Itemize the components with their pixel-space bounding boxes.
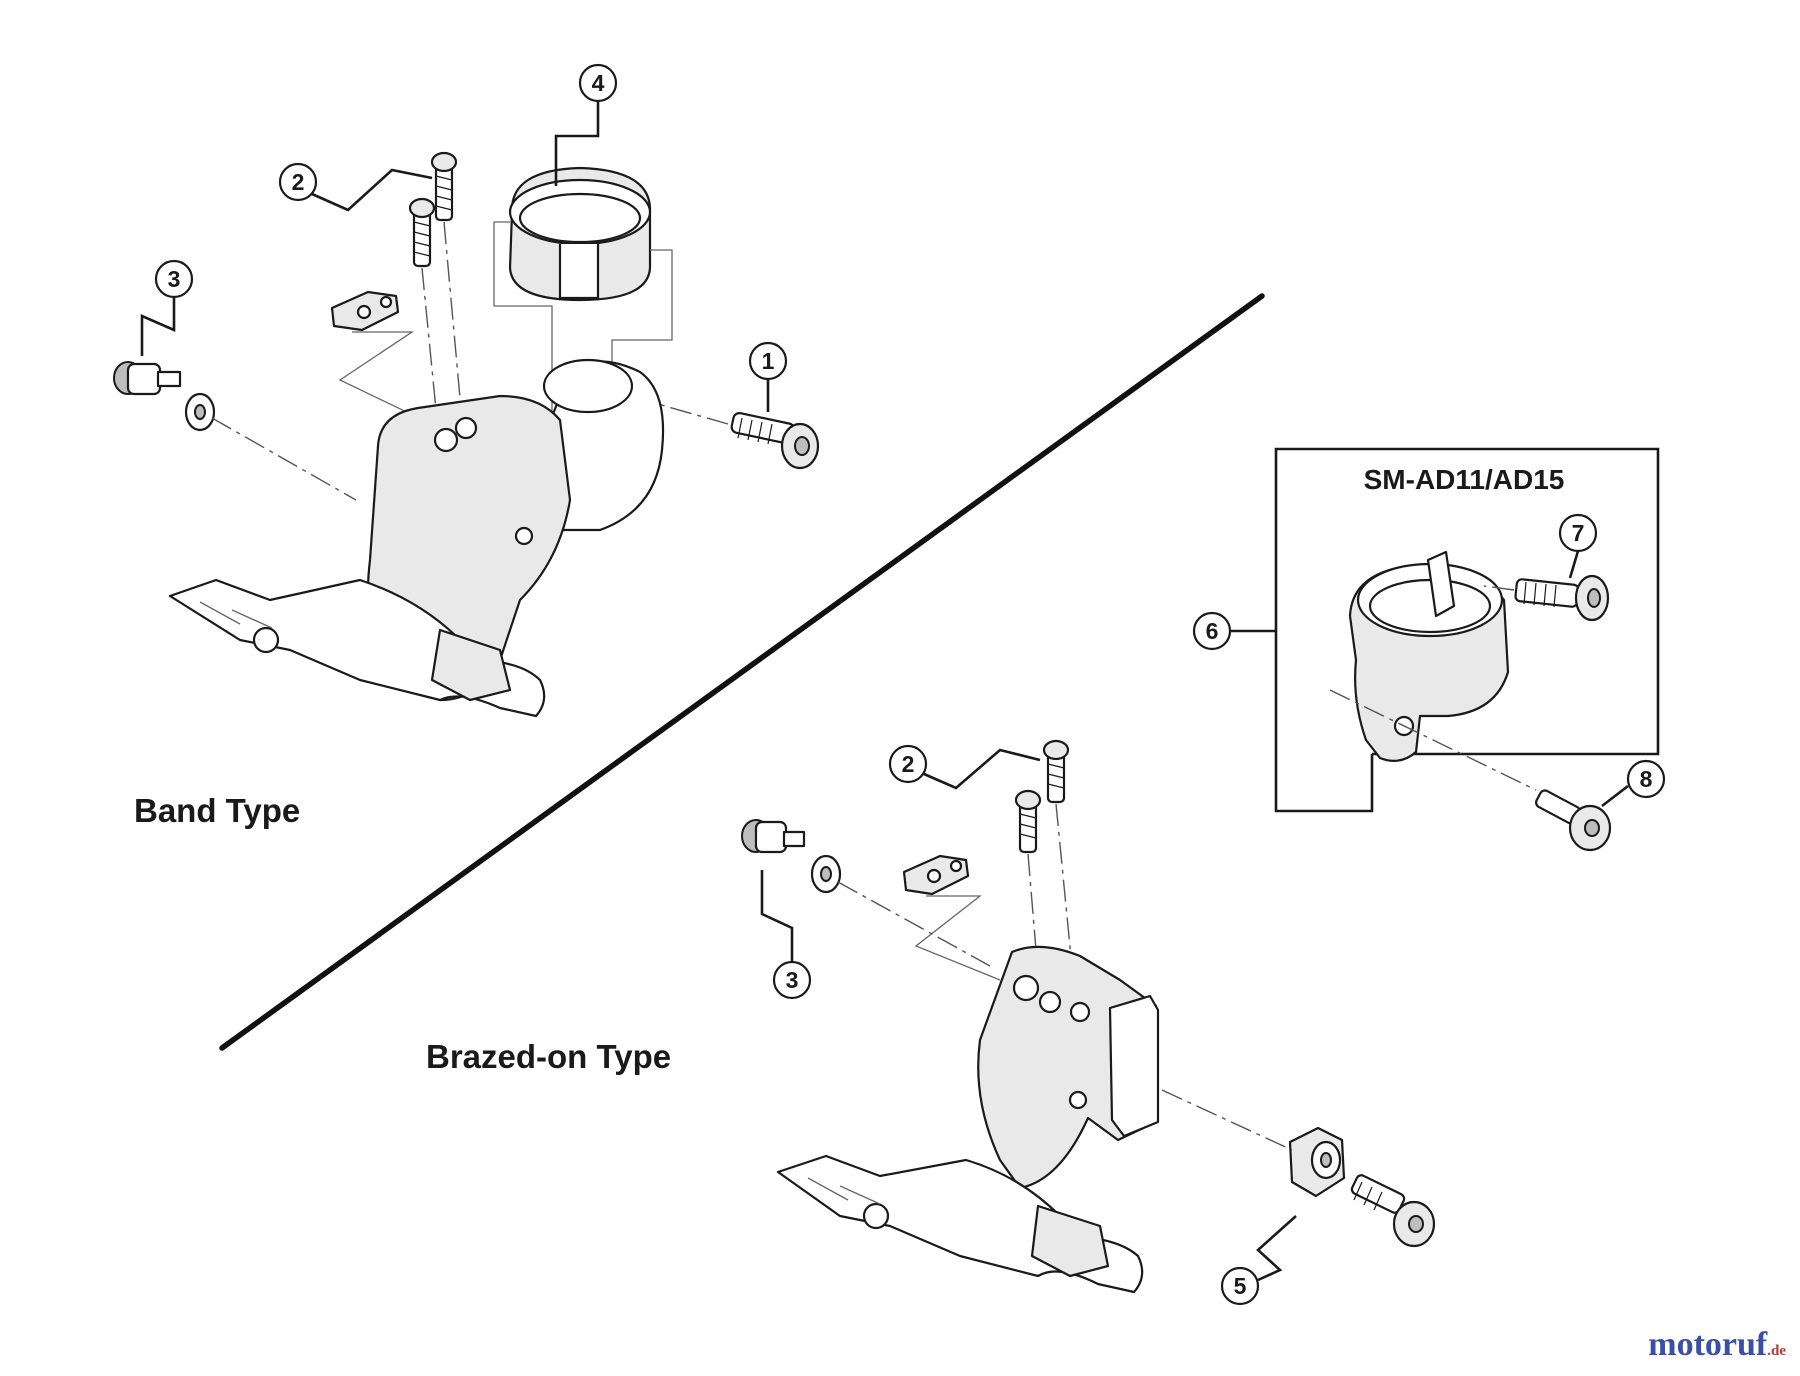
adapter-box: SM-AD11/AD15 [1274, 447, 1660, 852]
bolt-washer-part-3 [113, 361, 216, 432]
center-line-brazed-bolt-3 [837, 881, 991, 967]
brazed-nut-part-5 [1288, 1126, 1346, 1198]
motoruf-watermark: motoruf.de [1648, 1326, 1786, 1364]
label-brazed-on-type: Brazed-on Type [426, 1038, 671, 1075]
center-line-bolt-7 [1483, 585, 1515, 591]
brazed-screw-right [1042, 739, 1070, 804]
callout-adapter-6: 6 [1206, 618, 1219, 644]
callout-band-4: 4 [592, 70, 605, 96]
adapter-callouts: 6 7 8 [1192, 513, 1666, 808]
brazed-mounting-plate [902, 854, 970, 896]
brazed-screw-left [1014, 789, 1042, 854]
bolt-part-1 [730, 411, 820, 470]
front-derailleur-band-type [168, 358, 665, 718]
mounting-plate-part-2 [330, 290, 400, 332]
guide-line-brazed-plate [914, 895, 1001, 981]
callout-brazed-2: 2 [902, 751, 915, 777]
callout-adapter-7: 7 [1572, 520, 1585, 546]
brazed-callouts: 2 3 5 [760, 744, 1297, 1306]
callout-brazed-5: 5 [1234, 1273, 1247, 1299]
brazed-bolt-part-5 [1350, 1174, 1436, 1248]
front-derailleur-brazed-on-type [776, 945, 1160, 1294]
adapter-clamp-part-6 [1348, 550, 1510, 763]
callout-band-2: 2 [292, 169, 305, 195]
center-line-brazed-2a [1027, 853, 1043, 1023]
callout-adapter-8: 8 [1640, 766, 1653, 792]
screw-part-2-right [430, 151, 458, 222]
label-band-type: Band Type [134, 792, 300, 829]
watermark-brand: motoruf [1648, 1326, 1768, 1363]
band-clamp-part-4 [508, 166, 652, 302]
center-line-nut-5 [1161, 1089, 1293, 1151]
watermark-tld: .de [1767, 1343, 1786, 1359]
center-line-screw-2a [421, 267, 439, 431]
center-line-screw-2b [443, 221, 463, 421]
brazed-bolt-washer [741, 819, 842, 894]
bolt-part-7 [1514, 574, 1610, 622]
callout-band-3: 3 [168, 266, 181, 292]
band-type-assembly [113, 151, 820, 718]
bolt-part-8 [1535, 789, 1612, 852]
adapter-box-frame [1274, 447, 1660, 813]
center-line-bolt-3 [211, 417, 357, 501]
screw-part-2-left [408, 197, 436, 268]
guide-line-part-4-left [493, 221, 553, 418]
callout-brazed-3: 3 [786, 967, 799, 993]
band-callouts: 4 2 3 1 [140, 63, 788, 412]
brazed-on-type-assembly [741, 739, 1436, 1294]
section-divider-line [219, 293, 1265, 1051]
center-line-adapter [1329, 689, 1537, 791]
adapter-box-title: SM-AD11/AD15 [1364, 464, 1565, 495]
callout-band-1: 1 [762, 348, 775, 374]
guide-line-plate [338, 331, 441, 429]
